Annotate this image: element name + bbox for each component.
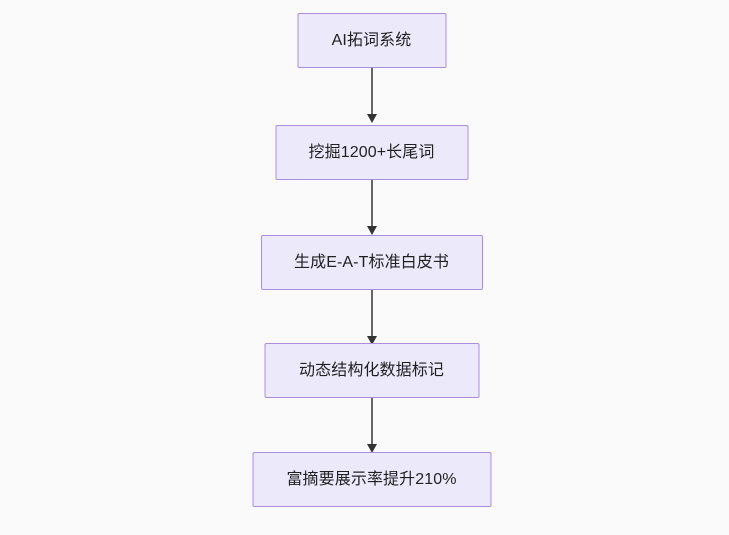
flow-node-label: 动态结构化数据标记 [299, 361, 444, 379]
flow-node-mine-longtail-keywords[interactable]: 挖掘1200+长尾词 [275, 125, 468, 180]
arrow-down-icon [366, 114, 377, 123]
edge-line [370, 290, 373, 338]
flow-edge-1 [366, 68, 378, 123]
edge-line [370, 68, 373, 116]
flow-edge-2 [366, 180, 378, 235]
edge-line [370, 398, 373, 446]
flow-edge-4 [366, 398, 378, 453]
flow-node-label: 挖掘1200+长尾词 [308, 143, 435, 161]
edge-line [370, 180, 373, 228]
flow-node-rich-snippet-rate[interactable]: 富摘要展示率提升210% [252, 452, 491, 507]
flow-node-generate-eat-whitepaper[interactable]: 生成E-A-T标准白皮书 [260, 235, 483, 290]
arrow-down-icon [366, 226, 377, 235]
flow-node-label: 富摘要展示率提升210% [286, 470, 457, 488]
flow-node-ai-keyword-system[interactable]: AI拓词系统 [297, 13, 446, 68]
flow-node-label: AI拓词系统 [331, 31, 412, 49]
flow-edge-3 [366, 290, 378, 345]
flow-node-label: 生成E-A-T标准白皮书 [294, 253, 449, 271]
flow-node-dynamic-structured-data[interactable]: 动态结构化数据标记 [264, 343, 479, 398]
